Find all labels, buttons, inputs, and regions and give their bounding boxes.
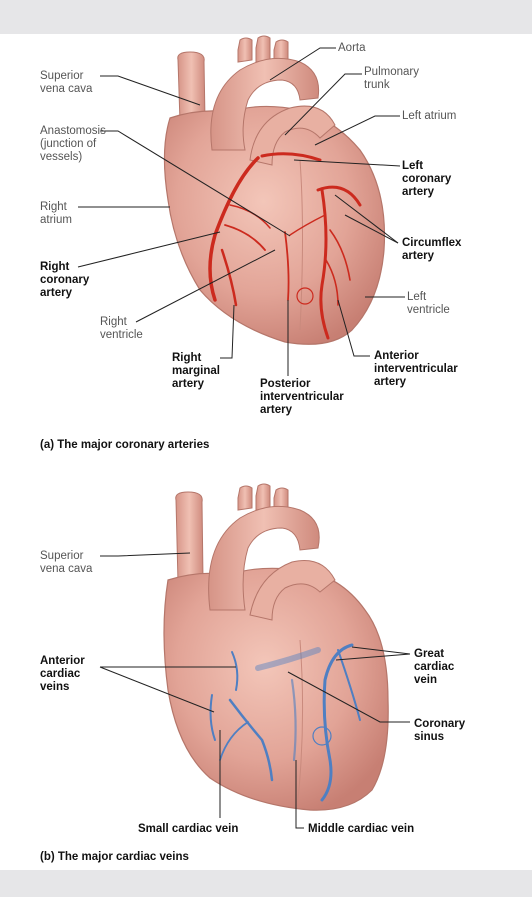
anterior-cardiac-vein-2 [209, 694, 216, 741]
right-branch-1 [224, 224, 266, 251]
leader-circumflex-1 [334, 194, 399, 244]
label-right-ventricle: Right ventricle [100, 316, 143, 341]
vein-loop [312, 726, 332, 746]
label-aorta: Aorta [338, 42, 366, 54]
cardiac-veins [209, 643, 361, 802]
heart-body-b [163, 567, 389, 811]
caption-panel-b: (b) The major cardiac veins [40, 851, 189, 863]
leader-acv-2 [99, 666, 215, 713]
label-superior-vena-cava-a: Superior vena cava [40, 70, 93, 95]
label-anterior-cardiac-veins: Anterior cardiac veins [40, 655, 85, 693]
leader-gcv-1 [351, 646, 411, 655]
anterior-cardiac-vein-1 [231, 651, 239, 691]
interventricular-sulcus-b [297, 639, 304, 801]
label-great-cardiac-vein: Great cardiac vein [414, 648, 455, 686]
leader-svc-a [100, 75, 201, 106]
label-left-coronary-artery: Left coronary artery [402, 160, 452, 198]
label-right-marginal-artery: Right marginal artery [172, 352, 220, 390]
left-coronary-artery-vessel [260, 152, 322, 162]
anterior-interventricular-artery-vessel [319, 188, 330, 340]
leader-coronary-sinus [287, 671, 410, 723]
great-cardiac-vein-vessel [320, 643, 354, 802]
leader-aorta [269, 47, 336, 81]
right-marginal-artery-vessel [220, 248, 238, 307]
label-pulmonary-trunk: Pulmonary trunk [364, 66, 419, 91]
leader-lca [293, 159, 401, 167]
label-coronary-sinus: Coronary sinus [414, 718, 466, 743]
label-anastomosis: Anastomosis (junction of vessels) [40, 125, 106, 163]
label-superior-vena-cava-b: Superior vena cava [40, 550, 93, 575]
label-posterior-interventricular-artery: Posterior interventricular artery [260, 378, 344, 416]
pulmonary-trunk-b [249, 560, 336, 621]
label-circumflex-artery: Circumflex artery [402, 237, 462, 262]
leader-gcv-2 [335, 653, 411, 661]
interventricular-sulcus-a [299, 159, 303, 331]
leader-circumflex-2 [344, 214, 399, 244]
aorta-b-branch-2 [255, 483, 271, 511]
label-left-ventricle: Left ventricle [407, 291, 450, 316]
small-cardiac-vein-vessel [228, 698, 274, 782]
leader-anastomosis [100, 130, 291, 237]
leader-aiv [337, 299, 370, 357]
label-small-cardiac-vein: Small cardiac vein [138, 823, 239, 835]
coronary-loop [296, 287, 314, 305]
heart-a [163, 35, 386, 345]
label-right-coronary-artery: Right coronary artery [40, 261, 90, 299]
great-vein-branch [337, 649, 361, 721]
leader-svc-b [100, 552, 191, 557]
label-anterior-interventricular-artery: Anterior interventricular artery [374, 350, 458, 388]
small-vein-branch [219, 721, 249, 761]
leader-right-ventricle [135, 249, 276, 323]
aiv-branch-3 [289, 214, 326, 236]
aiv-branch-1 [329, 229, 351, 281]
svc-b [175, 491, 204, 583]
leader-middle-cardiac [295, 760, 304, 829]
pulmonary-trunk-a [249, 105, 336, 166]
leaders-a [77, 47, 405, 376]
aortic-arch-b [208, 505, 320, 611]
aorta-b-branch-1 [237, 485, 253, 511]
leader-rca [77, 231, 221, 268]
posterior-interventricular-artery-vessel [284, 231, 290, 301]
label-left-atrium: Left atrium [402, 110, 457, 122]
caption-panel-a: (a) The major coronary arteries [40, 439, 210, 451]
leader-right-marginal [220, 304, 235, 359]
right-coronary-artery-vessel [208, 156, 260, 302]
leader-pulmonary [284, 73, 362, 136]
middle-cardiac-vein-vessel [290, 678, 297, 762]
heart-body-a [163, 105, 386, 345]
aorta-branch-1 [237, 37, 253, 63]
leader-left-atrium [314, 115, 400, 146]
label-middle-cardiac-vein: Middle cardiac vein [308, 823, 415, 835]
coronary-sinus-vessel [255, 647, 321, 671]
aortic-arch-a [210, 57, 320, 151]
label-right-atrium: Right atrium [40, 201, 72, 226]
leaders-b [99, 552, 411, 829]
aorta-branch-2 [255, 35, 271, 63]
